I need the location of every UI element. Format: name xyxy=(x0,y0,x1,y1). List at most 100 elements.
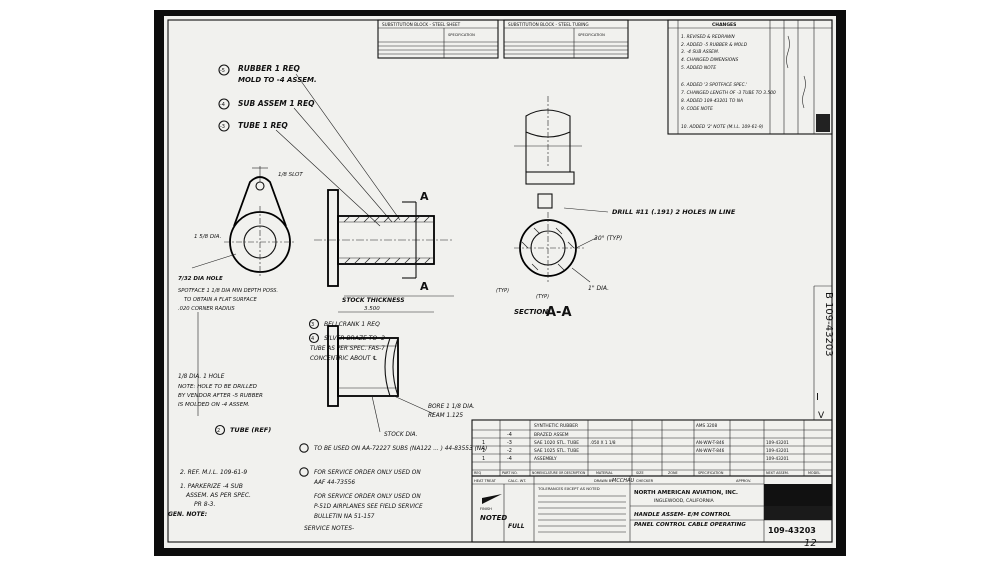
part-row-5-dash: -4 xyxy=(507,456,512,462)
svg-text:SPECIFICATION: SPECIFICATION xyxy=(698,471,724,475)
tube-side-view: A A STOCK THICKNESS 3.500 3 BELLCRANK 1 … xyxy=(178,189,475,438)
note-typ-2: (TYP) xyxy=(536,294,549,300)
section-a-a: DRILL #11 (.191) 2 HOLES IN LINE 30° (TY… xyxy=(496,96,736,320)
tb-finish-noted: NOTED xyxy=(480,514,507,522)
side-drawing-number: B 109-43203 xyxy=(823,292,834,357)
svg-text:ZONE: ZONE xyxy=(668,471,678,475)
bellcrank-view: 1/8 SLOT 1 5/8 DIA. 7/32 DIA HOLE SPOTFA… xyxy=(178,166,303,416)
substitution-block-tubing: SUBSTITUTION BLOCK - STEEL TUBING SPECIF… xyxy=(503,19,629,59)
note-hole-2: NOTE: HOLE TO BE DRILLED xyxy=(178,384,258,390)
callout-text-mold: MOLD TO -4 ASSEM. xyxy=(238,76,317,84)
next-assem-3: 109-43201 xyxy=(766,456,789,461)
callout-circle-3 xyxy=(218,120,230,132)
part-callouts: -5 RUBBER 1 REQ MOLD TO -4 ASSEM. -4 SUB… xyxy=(218,64,401,227)
note-hole-1: 1/8 DIA. 1 HOLE xyxy=(178,374,225,380)
svg-text:MATERIAL: MATERIAL xyxy=(596,471,613,475)
part-row-3-spec: AN-WW-T-846 xyxy=(696,440,725,445)
note-hole-3: BY VENDOR AFTER -5 RUBBER xyxy=(178,393,263,399)
rubber-hatching xyxy=(343,215,431,265)
change-5: 5. ADDED NOTE xyxy=(681,65,716,71)
service-note-4: FOR SERVICE ORDER ONLY USED ON xyxy=(314,494,421,500)
change-2: 2. ADDED -5 RUBBER & MOLD xyxy=(681,42,748,48)
tb-drawn-by: DRAWN BY xyxy=(594,479,614,483)
svg-text:PART NO.: PART NO. xyxy=(502,471,518,475)
note-stock-dia: STOCK DIA. xyxy=(384,432,418,438)
note-bore-1: BORE 1 1/8 DIA. xyxy=(428,404,475,410)
note-bellcrank: BELLCRANK 1 REQ xyxy=(324,321,380,328)
part-row-1-desc: SYNTHETIC RUBBER xyxy=(534,423,578,429)
title-block: HEAT TREAT CALC. WT. DRAWN BY MCCHAU CHE… xyxy=(471,475,833,543)
svg-text:4: 4 xyxy=(311,336,314,342)
subst-right-title: SUBSTITUTION BLOCK - STEEL TUBING xyxy=(508,22,589,27)
service-notes-label: SERVICE NOTES- xyxy=(304,525,354,532)
part-row-2-desc: BRAZED ASSEM xyxy=(534,432,569,438)
subst-right-spec: SPECIFICATION xyxy=(578,33,605,37)
leader-sub-assem xyxy=(293,107,393,223)
tb-approved: APPROV. xyxy=(736,479,751,483)
svg-text:A: A xyxy=(420,280,429,293)
callout-text-sub-assem: SUB ASSEM 1 REQ xyxy=(238,99,315,108)
ref-note-2: 1. PARKERIZE -4 SUB xyxy=(180,483,243,490)
side-roman-1: I xyxy=(816,392,819,403)
tb-checker: CHECKER xyxy=(636,479,654,483)
note-hole: 7/32 DIA HOLE xyxy=(178,276,223,282)
callout-text-rubber: RUBBER 1 REQ xyxy=(238,64,301,73)
change-7: 7. CHANGED LENGTH OF -3 TUBE TO 3.500 xyxy=(681,90,776,96)
note-section-dia: 1" DIA. xyxy=(588,285,609,292)
revision-stamp xyxy=(816,114,830,132)
finish-symbol xyxy=(482,494,502,504)
note-angle: 30° (TYP) xyxy=(594,235,622,242)
svg-text:2: 2 xyxy=(217,428,220,434)
part-row-4-spec: AN-WW-T-846 xyxy=(696,448,725,453)
note-typ-1: (TYP) xyxy=(496,288,509,294)
change-10: 10. ADDED '2' NOTE (M.I.L. 109-61-9) xyxy=(681,124,764,130)
next-assem-2: 109-43201 xyxy=(766,448,789,453)
part-row-2-dash: -4 xyxy=(507,432,512,438)
note-braze-2: TUBE AS PER SPEC. FAS-7 xyxy=(310,346,385,352)
svg-text:REQ: REQ xyxy=(474,471,481,475)
ref-note-1: 2. REF. M.I.L. 109-61-9 xyxy=(180,469,247,476)
tb-heat-treat: HEAT TREAT xyxy=(474,479,497,483)
part-row-4-qty: 1 xyxy=(482,448,485,454)
service-note-3: AAF 44-73556 xyxy=(313,480,355,486)
callout-circle-5 xyxy=(218,64,230,76)
service-note-6: BULLETIN NA 51-157 xyxy=(314,514,375,520)
subst-left-title: SUBSTITUTION BLOCK - STEEL SHEET xyxy=(382,22,461,27)
tb-title-1: HANDLE ASSEM- E/M CONTROL xyxy=(634,512,731,518)
tb-tolerances: TOLERANCES EXCEPT AS NOTED xyxy=(537,486,600,491)
blueprint-sheet: SUBSTITUTION BLOCK - STEEL SHEET SPECIFI… xyxy=(154,10,846,556)
part-row-3-dash: -3 xyxy=(507,440,512,446)
service-notes: TO BE USED ON AA-72227 SUBS (NA122 ... )… xyxy=(168,443,487,532)
svg-text:MODEL: MODEL xyxy=(808,471,820,475)
change-3: 3. -4 SUB ASSEM. xyxy=(681,49,719,55)
part-row-5-qty: 1 xyxy=(482,456,485,462)
service-note-1: TO BE USED ON AA-72227 SUBS (NA122 ... )… xyxy=(314,446,487,452)
change-4: 4. CHANGED DIMENSIONS xyxy=(681,57,739,63)
ref-note-4: PR 8-3. xyxy=(194,501,215,508)
bellcrank-hole xyxy=(255,181,265,191)
section-label: SECTION xyxy=(514,308,548,316)
substitution-block-sheet: SUBSTITUTION BLOCK - STEEL SHEET SPECIFI… xyxy=(377,19,499,59)
tb-calc-wt: CALC. WT. xyxy=(508,479,526,483)
part-row-1-spec: AMS 3208 xyxy=(696,423,717,428)
note-bore-2: REAM 1.125 xyxy=(428,413,463,419)
leader-tube xyxy=(275,129,381,227)
gen-note-label: GEN. NOTE: xyxy=(168,511,207,518)
side-roman-2: V xyxy=(818,411,825,421)
part-row-4-dash: -2 xyxy=(507,448,512,454)
change-1: 1. REVISED & REDRAWN xyxy=(681,34,735,40)
dim-length: 3.500 xyxy=(364,306,380,312)
change-6: 6. ADDED '3 SPOTFACE SPEC.' xyxy=(681,82,747,88)
part-row-3-desc: SAE 1020 STL. TUBE xyxy=(534,440,579,446)
tb-scale: FULL xyxy=(508,523,525,530)
note-hole-4: IS MOLDED ON -4 ASSEM. xyxy=(178,402,250,408)
bellcrank-edge xyxy=(327,189,339,287)
note-spotface-2: TO OBTAIN A FLAT SURFACE xyxy=(184,297,257,303)
drawing-paper: SUBSTITUTION BLOCK - STEEL SHEET SPECIFI… xyxy=(164,16,836,548)
callout-num-4: -4 xyxy=(220,102,225,108)
tb-finish-label: FINISH xyxy=(480,507,492,511)
subst-left-spec: SPECIFICATION xyxy=(448,33,475,37)
tube-detail xyxy=(337,337,399,397)
part-row-3-mat: .050 X 1 1/8 xyxy=(590,440,616,445)
change-8: 8. ADDED 109-43201 TO NA xyxy=(681,98,743,104)
